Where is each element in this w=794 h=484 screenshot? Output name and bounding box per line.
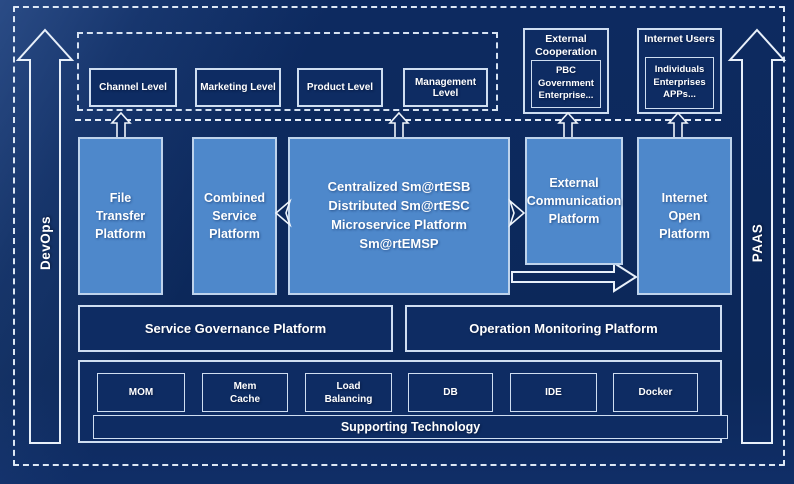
external-cooperation-item: PBC Government Enterprise...	[531, 60, 601, 108]
internet-open-platform: Internet Open Platform	[637, 137, 732, 295]
level-box-marketing: Marketing Level	[195, 68, 281, 107]
combined-service-platform: Combined Service Platform	[192, 137, 277, 295]
operation-monitoring-platform: Operation Monitoring Platform	[405, 305, 722, 352]
internet-users-title: Internet Users	[644, 33, 715, 45]
level-box-product: Product Level	[297, 68, 383, 107]
supporting-technology-bar: Supporting Technology	[93, 415, 728, 439]
flow-arrow-left	[274, 198, 292, 228]
internet-users-item: Individuals Enterprises APPs...	[645, 57, 714, 109]
up-arrow	[110, 111, 132, 139]
devops-label: DevOps	[37, 215, 53, 271]
flow-arrow-horizontal	[511, 261, 638, 293]
tech-box-mem-cache: Mem Cache	[202, 373, 288, 412]
levels-dashed-group	[77, 32, 498, 111]
paas-arrow	[727, 28, 787, 444]
central-esb-platform: Centralized Sm@rtESB Distributed Sm@rtES…	[288, 137, 510, 295]
tech-box-ide: IDE	[510, 373, 597, 412]
file-transfer-platform: File Transfer Platform	[78, 137, 163, 295]
external-cooperation-box: External Cooperation PBC Government Ente…	[523, 28, 609, 114]
internet-users-box: Internet Users Individuals Enterprises A…	[637, 28, 722, 114]
flow-arrow-right	[508, 198, 526, 228]
devops-arrow	[15, 28, 75, 444]
up-arrow	[667, 111, 689, 139]
level-box-channel: Channel Level	[89, 68, 177, 107]
tech-box-load-balancing: Load Balancing	[305, 373, 392, 412]
service-governance-platform: Service Governance Platform	[78, 305, 393, 352]
up-arrow	[557, 111, 579, 139]
tech-box-docker: Docker	[613, 373, 698, 412]
up-arrow	[388, 111, 410, 139]
level-box-management: Management Level	[403, 68, 488, 107]
tech-box-mom: MOM	[97, 373, 185, 412]
tech-box-db: DB	[408, 373, 493, 412]
external-cooperation-title: External Cooperation	[535, 33, 597, 59]
paas-label: PAAS	[749, 223, 765, 263]
outer-dashed-frame	[13, 6, 785, 466]
external-communication-platform: External Communication Platform	[525, 137, 623, 265]
